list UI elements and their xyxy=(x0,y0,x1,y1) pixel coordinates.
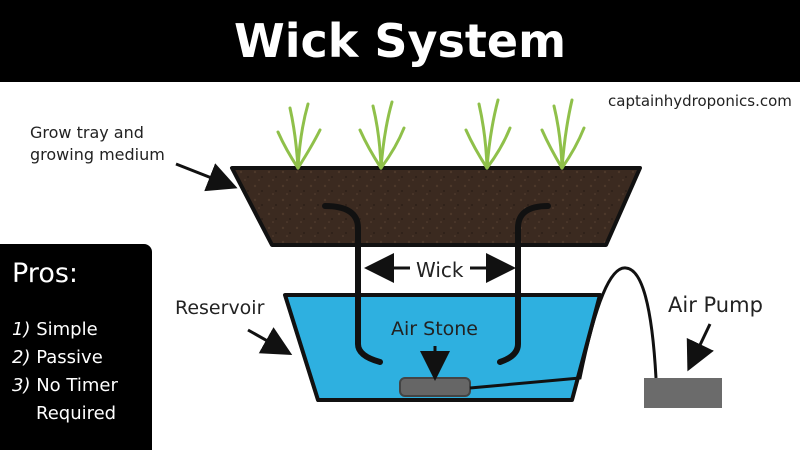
pros-item-number: 3) xyxy=(12,375,31,396)
air-pump xyxy=(644,378,722,408)
page-title: Wick System xyxy=(0,0,800,82)
wick-right xyxy=(497,203,551,365)
air-tube xyxy=(469,266,658,390)
grow-tray-label-line1: Grow tray and xyxy=(30,123,144,142)
wick-left xyxy=(322,203,383,365)
pros-item-1: 1) Simple xyxy=(12,316,118,344)
pros-list: 1) Simple 2) Passive 3) No Timer Require… xyxy=(12,316,118,428)
air-stone xyxy=(399,377,471,397)
pros-item-3: 3) No Timer xyxy=(12,372,118,400)
air-stone-label: Air Stone xyxy=(391,318,478,340)
pros-item-2: 2) Passive xyxy=(12,344,118,372)
pros-item-text: Passive xyxy=(36,347,103,368)
grow-tray-arrow xyxy=(175,162,238,192)
reservoir-tank xyxy=(283,293,602,402)
plant-4 xyxy=(540,98,586,170)
plant-2 xyxy=(358,100,406,170)
pros-item-number: 1) xyxy=(12,319,31,340)
grow-tray-label: Grow tray and growing medium xyxy=(30,122,165,166)
site-url: captainhydroponics.com xyxy=(608,92,792,110)
pros-item-text: Simple xyxy=(36,319,98,340)
pros-item-3-continued: Required xyxy=(36,403,117,424)
reservoir-label: Reservoir xyxy=(175,297,265,319)
wick-label: Wick xyxy=(416,258,464,282)
plant-1 xyxy=(276,102,322,170)
grow-tray xyxy=(230,166,642,247)
air-pump-label: Air Pump xyxy=(668,293,763,317)
pros-item-text: No Timer xyxy=(36,375,118,396)
reservoir-arrow xyxy=(247,327,293,355)
pros-heading: Pros: xyxy=(12,258,78,289)
pros-item-number: 2) xyxy=(12,347,31,368)
pros-panel: Pros: 1) Simple 2) Passive 3) No Timer R… xyxy=(0,244,152,450)
grow-tray-label-line2: growing medium xyxy=(30,145,165,164)
air-pump-arrow xyxy=(686,323,714,372)
plant-3 xyxy=(464,98,512,170)
